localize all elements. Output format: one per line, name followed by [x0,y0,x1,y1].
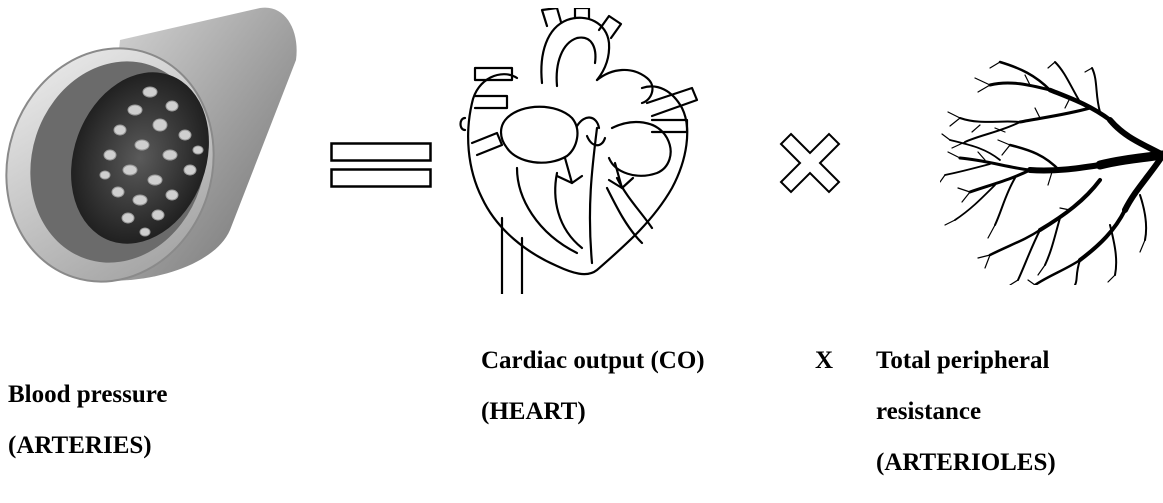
cardiac-output-label: Cardiac output (CO) [481,347,705,375]
blood-pressure-label: Blood pressure [8,381,168,409]
arteriole-tree-icon [940,60,1163,285]
heart-label: (HEART) [481,398,586,426]
multiply-label: X [815,347,833,375]
multiply-icon [777,130,843,196]
arteries-label: (ARTERIES) [8,432,152,460]
equals-icon [330,142,432,188]
arterioles-label: (ARTERIOLES) [876,449,1056,477]
artery-cross-section-icon [0,0,302,290]
heart-anatomy-icon [447,8,709,294]
total-peripheral-label: Total peripheral [876,347,1049,375]
resistance-label: resistance [876,398,981,426]
